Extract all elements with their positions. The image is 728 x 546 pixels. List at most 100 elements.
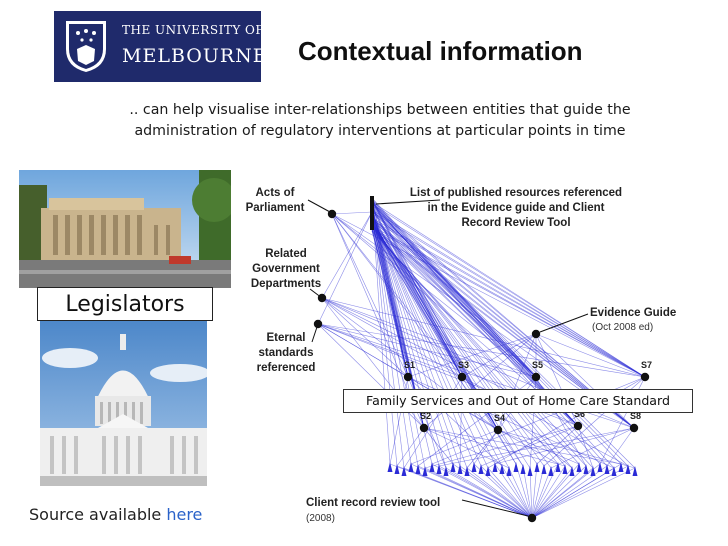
university-logo: THE UNIVERSITY OF MELBOURNE xyxy=(54,11,267,82)
leaf-marker xyxy=(506,466,512,476)
label-standard-s7: S7 xyxy=(641,360,652,370)
network-edge xyxy=(531,465,545,519)
network-edge xyxy=(331,213,646,378)
source-prefix: Source available xyxy=(29,505,167,524)
network-edge xyxy=(371,208,440,467)
label-related-1: Related xyxy=(265,248,307,260)
leaf-marker xyxy=(513,462,519,472)
label-resources-1: List of published resources referenced xyxy=(410,187,622,199)
network-edge xyxy=(407,333,537,378)
network-edge xyxy=(371,217,503,467)
network-edge xyxy=(371,230,594,469)
network-edge xyxy=(410,429,499,465)
network-edge xyxy=(371,213,475,465)
leaf-marker xyxy=(632,466,638,476)
leaf-marker xyxy=(387,462,393,472)
logo-line-2: MELBOURNE xyxy=(122,45,268,67)
network-edge xyxy=(423,427,454,465)
label-acts-1: Acts of xyxy=(256,187,295,199)
network-edge xyxy=(317,323,646,378)
leaf-marker xyxy=(590,466,596,476)
resources-bar xyxy=(370,196,374,230)
network-edge xyxy=(371,216,496,465)
leaf-marker xyxy=(534,462,540,472)
leaf-marker xyxy=(485,466,491,476)
leaf-marker xyxy=(422,466,428,476)
network-edge xyxy=(529,467,533,519)
network-edge xyxy=(466,429,499,469)
network-edge xyxy=(371,207,537,378)
network-edge xyxy=(321,297,646,378)
network-edge xyxy=(403,467,533,519)
network-edge xyxy=(371,203,405,469)
network-edge xyxy=(497,333,537,431)
network-edge xyxy=(531,467,573,519)
leaf-marker xyxy=(548,466,554,476)
network-edge xyxy=(371,204,412,465)
label-resources-3: Record Review Tool xyxy=(461,217,570,229)
leaf-marker xyxy=(450,462,456,472)
network-edge xyxy=(423,427,510,469)
network-edge xyxy=(531,467,552,519)
label-standard-s4: S4 xyxy=(494,413,505,423)
leaf-marker xyxy=(520,464,526,474)
subtitle: .. can help visualise inter-relationship… xyxy=(129,102,631,139)
leaf-marker xyxy=(527,466,533,476)
leaf-marker xyxy=(401,466,407,476)
label-evidence-guide: Evidence Guide xyxy=(590,307,676,319)
label-standard-s2: S2 xyxy=(420,411,431,421)
network-edge xyxy=(508,467,533,519)
label-client-tool-sub: (2008) xyxy=(306,513,335,524)
network-edge xyxy=(473,463,533,519)
network-edge xyxy=(371,220,524,467)
logo-line-1: THE UNIVERSITY OF xyxy=(122,23,265,37)
network-edge xyxy=(321,297,409,378)
leaf-marker xyxy=(583,464,589,474)
leaf-marker xyxy=(492,462,498,472)
node-standard-s7 xyxy=(640,372,650,382)
leaf-marker xyxy=(597,462,603,472)
network-edge xyxy=(331,213,537,378)
label-related-3: Departments xyxy=(251,278,321,290)
network-edge xyxy=(317,323,537,378)
leaf-marker xyxy=(471,462,477,472)
standard-caption: Family Services and Out of Home Care Sta… xyxy=(343,389,693,413)
network-edge xyxy=(466,467,533,519)
source-link[interactable]: here xyxy=(166,505,203,524)
network-edge xyxy=(515,463,533,519)
network-edge xyxy=(531,463,538,519)
network-edge xyxy=(321,211,373,299)
leaf-marker xyxy=(618,462,624,472)
leaf-marker xyxy=(415,464,421,474)
leaf-marker xyxy=(576,462,582,472)
node-standard-s2 xyxy=(419,423,429,433)
leaf-marker xyxy=(478,464,484,474)
leaf-marker xyxy=(457,464,463,474)
network-edge xyxy=(371,206,636,469)
network-edge xyxy=(531,465,587,519)
network-edge xyxy=(497,429,524,467)
label-standard-s1: S1 xyxy=(404,360,415,370)
leaf-marker xyxy=(394,464,400,474)
network-edge xyxy=(424,467,533,519)
network-edge xyxy=(371,227,573,469)
leaf-marker xyxy=(611,466,617,476)
label-standard-s8: S8 xyxy=(630,411,641,421)
network-edge xyxy=(331,211,373,215)
network-edge xyxy=(371,219,517,465)
network-edge xyxy=(331,213,463,378)
network-edge xyxy=(497,429,580,465)
network-edge xyxy=(371,207,433,465)
node-standard-s8 xyxy=(629,423,639,433)
network-edge xyxy=(371,225,646,378)
network-edge xyxy=(317,323,463,378)
label-standard-s6: S6 xyxy=(574,409,585,419)
node-standard-s6 xyxy=(573,421,583,431)
network-edge xyxy=(531,465,566,519)
label-related-2: Government xyxy=(252,263,320,275)
network-edge xyxy=(371,211,461,467)
network-edge xyxy=(317,211,373,325)
network-edge xyxy=(396,427,425,467)
crest-icon xyxy=(66,21,106,72)
label-external-1: Eternal xyxy=(267,332,306,344)
